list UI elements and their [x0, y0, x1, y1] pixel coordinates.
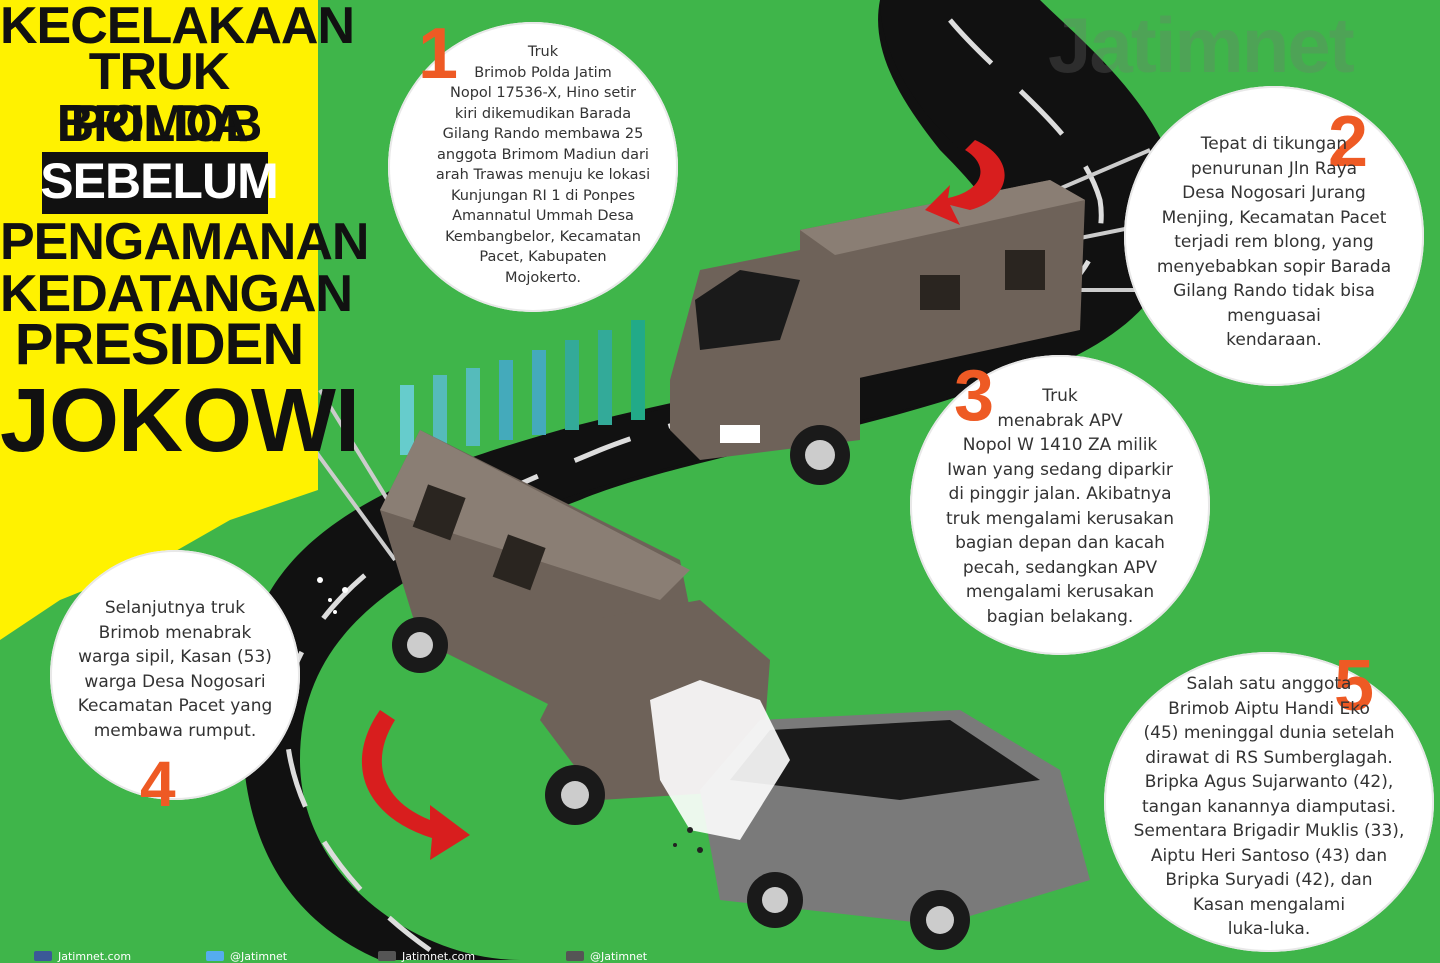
step-4-line: membawa rumput. — [93, 720, 257, 741]
step-5-line: Bripka Suryadi (42), dan — [1165, 870, 1373, 890]
footer-website[interactable]: Jatimnet.com — [378, 949, 476, 963]
step-2-line: menyebabkan sopir Barada — [1156, 256, 1392, 277]
bubble-step-2 — [1124, 86, 1424, 386]
footer-label: Jatimnet.com — [58, 949, 132, 963]
red-arrow-lower — [361, 710, 470, 860]
step-1-line: Truk — [527, 44, 559, 60]
step-4-line: Brimob menabrak — [98, 622, 252, 643]
step-1-line: Pacet, Kabupaten — [479, 249, 607, 265]
step-3-line: truk mengalami kerusakan — [946, 508, 1174, 529]
step-3-line: di pinggir jalan. Akibatnya — [948, 484, 1172, 504]
step-text-2: Tepat di tikungan penurunan Jln Raya Des… — [1134, 132, 1414, 353]
step-5-line: Kasan mengalami — [1192, 894, 1346, 915]
title-line-2: TRUK BRIMOB — [56, 43, 263, 153]
step-2-line: kendaraan. — [1226, 330, 1322, 350]
step-4-line: warga sipil, Kasan (53) — [78, 647, 272, 667]
step-1-line: Amannatul Ummah Desa — [452, 208, 634, 224]
step-number-5: 5 — [1334, 646, 1375, 726]
red-arrow-upper — [925, 140, 1005, 225]
step-2-line: Desa Nogosari Jurang — [1182, 183, 1366, 203]
title-highlight: SEBELUM — [40, 153, 278, 209]
step-text-1: Truk Brimob Polda Jatim Nopol 17536-X, H… — [408, 42, 678, 288]
step-5-line: tangan kanannya diamputasi. — [1142, 796, 1396, 817]
step-number-4: 4 — [140, 748, 176, 820]
step-1-line: Gilang Rando membawa 25 — [442, 126, 644, 142]
step-1-line: Kembangbelor, Kecamatan — [445, 228, 641, 245]
step-3-line: bagian belakang. — [986, 606, 1134, 627]
step-3-line: mengalami kerusakan — [965, 582, 1155, 602]
footer-label: @Jatimnet — [230, 949, 288, 963]
bubble-step-1 — [388, 22, 678, 312]
step-2-line: Tepat di tikungan — [1200, 134, 1348, 154]
step-1-line: Mojokerto. — [505, 269, 581, 286]
step-5-line: Salah satu anggota — [1186, 674, 1352, 694]
title-line-6: PRESIDEN — [14, 312, 305, 377]
title-line-1: KECELAKAAN — [0, 0, 355, 55]
twitter-icon — [206, 951, 224, 961]
step-2-line: terjadi rem blong, yang — [1174, 232, 1374, 252]
step-text-4: Selanjutnya truk Brimob menabrak warga s… — [55, 596, 295, 743]
step-1-line: Nopol 17536-X, Hino setir — [450, 85, 636, 101]
impact-burst — [650, 680, 790, 840]
step-1-line: kiri dikemudikan Barada — [454, 105, 632, 122]
step-1-line: Brimob Polda Jatim — [474, 64, 612, 81]
footer-label: @Jatimnet — [590, 949, 648, 963]
step-2-line: Gilang Rando tidak bisa — [1173, 281, 1375, 301]
speed-bars — [400, 320, 645, 455]
web-icon — [378, 951, 396, 961]
facebook-icon — [34, 951, 52, 961]
step-text-5: Salah satu anggota Brimob Aiptu Handi Ek… — [1104, 672, 1434, 942]
step-5-line: Sementara Brigadir Muklis (33), — [1133, 821, 1405, 841]
title-panel: KECELAKAAN TRUK BRIMOB POLDA JATIM SEBEL… — [0, 0, 369, 960]
title-line-5: KEDATANGAN — [0, 265, 353, 323]
bubble-step-5 — [1104, 652, 1434, 952]
step-2-line: menguasai — [1227, 305, 1321, 326]
step-3-line: pecah, sedangkan APV — [962, 557, 1158, 578]
step-5-line: Brimob Aiptu Handi Eko — [1168, 698, 1370, 719]
step-3-line: Truk — [1042, 386, 1078, 406]
step-number-1: 1 — [418, 14, 459, 94]
step-5-line: Bripka Agus Sujarwanto (42), — [1144, 772, 1394, 792]
step-number-2: 2 — [1328, 102, 1369, 182]
apv-car — [700, 710, 1090, 950]
title-line-7: JOKOWI — [0, 371, 360, 471]
step-4-line: Selanjutnya truk — [104, 598, 246, 618]
step-4-line: warga Desa Nogosari — [84, 671, 266, 692]
step-4-line: Kecamatan Pacet yang — [77, 696, 273, 716]
footer-label: Jatimnet.com — [402, 949, 476, 963]
step-3-line: bagian depan dan kacah — [955, 533, 1165, 553]
footer-twitter[interactable]: @Jatimnet — [206, 949, 288, 963]
footer-facebook[interactable]: Jatimnet.com — [34, 949, 132, 963]
step-3-line: Nopol W 1410 ZA milik — [962, 435, 1158, 455]
step-text-3: Truk menabrak APV Nopol W 1410 ZA milik … — [920, 384, 1200, 629]
step-5-line: Aiptu Heri Santoso (43) dan — [1150, 845, 1388, 866]
step-3-line: Iwan yang sedang diparkir — [947, 459, 1173, 480]
step-5-line: luka-luka. — [1227, 919, 1311, 939]
step-number-3: 3 — [954, 356, 995, 436]
bubble-step-3 — [910, 355, 1210, 655]
step-1-line: arah Trawas menuju ke lokasi — [435, 167, 651, 183]
step-2-line: Menjing, Kecamatan Pacet — [1161, 207, 1387, 228]
step-3-line: menabrak APV — [997, 410, 1123, 431]
step-5-line: dirawat di RS Sumberglagah. — [1145, 747, 1393, 768]
step-1-line: Kunjungan RI 1 di Ponpes — [450, 187, 636, 204]
logo-watermark: Jatimnet — [1048, 1, 1355, 89]
debris — [317, 577, 348, 614]
step-1-line: anggota Brimom Madiun dari — [437, 146, 649, 163]
title-line-4: PENGAMANAN — [0, 213, 369, 271]
step-5-line: (45) meninggal dunia setelah — [1143, 723, 1395, 743]
footer-instagram[interactable]: @Jatimnet — [566, 949, 648, 963]
truck-upper — [670, 180, 1085, 485]
step-2-line: penurunan Jln Raya — [1190, 158, 1358, 179]
bubble-step-4 — [50, 550, 300, 800]
instagram-icon — [566, 951, 584, 961]
title-highlight-box — [42, 152, 268, 214]
debris-dark — [673, 827, 703, 853]
